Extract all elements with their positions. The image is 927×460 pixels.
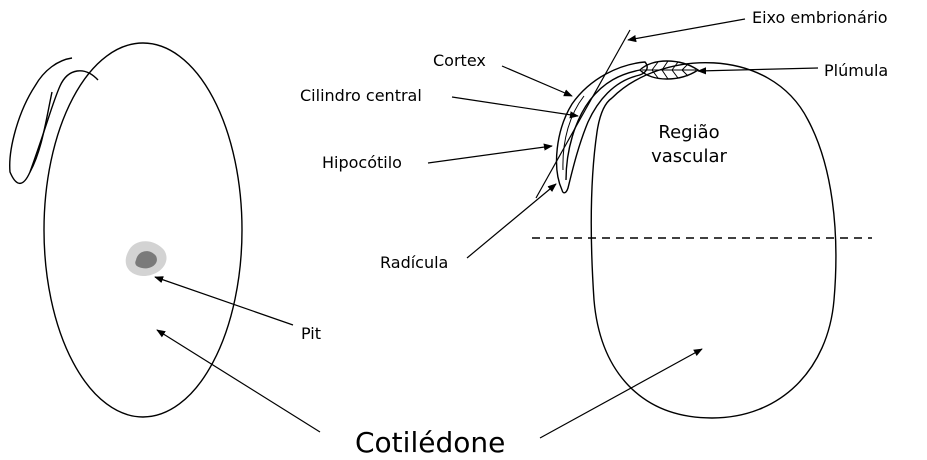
arrow-hipocotilo [428, 146, 552, 163]
labels: Eixo embrionário Cortex Cilindro central… [300, 8, 888, 459]
label-pit: Pit [301, 324, 321, 343]
label-cortex: Cortex [433, 51, 486, 70]
label-regiao-vascular-line1: Região [658, 122, 719, 143]
label-cilindro-central: Cilindro central [300, 86, 422, 105]
label-plumula: Plúmula [824, 61, 888, 80]
arrow-plumula [698, 68, 818, 71]
left-cotyledon-outline [44, 43, 242, 417]
arrow-cortex [502, 66, 572, 96]
arrow-radicula [467, 184, 556, 258]
right-cotyledon-outline [591, 63, 836, 418]
embryonic-axis-line [536, 30, 630, 198]
left-embryonic-axis-flap [10, 58, 98, 183]
arrow-cotiledone-left [157, 330, 320, 432]
leader-arrows [155, 19, 818, 438]
arrow-pit [155, 277, 293, 325]
arrow-eixo-embrionario [628, 19, 745, 40]
arrow-cotiledone-right [540, 349, 702, 438]
arrow-cilindro-central [452, 97, 578, 116]
label-cotiledone: Cotilédone [355, 426, 505, 459]
label-regiao-vascular-line2: vascular [651, 146, 727, 167]
left-embryonic-axis-flap-inner [30, 92, 52, 172]
right-seed [532, 30, 872, 418]
label-eixo-embrionario: Eixo embrionário [752, 8, 888, 27]
label-radicula: Radícula [380, 253, 448, 272]
label-hipocotilo: Hipocótilo [322, 153, 402, 172]
